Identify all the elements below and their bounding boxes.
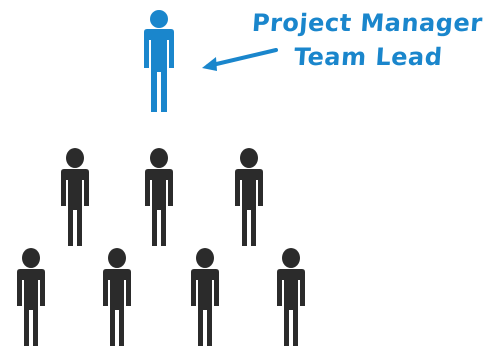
person-icon — [145, 148, 173, 246]
leader-title-line-1: Project Manager — [251, 9, 484, 37]
team-member-1 — [54, 148, 96, 248]
team-member-3 — [228, 148, 270, 248]
project-manager-figure — [136, 10, 182, 114]
team-member-2 — [138, 148, 180, 248]
leader-title-line-2: Team Lead — [293, 43, 444, 71]
person-icon — [235, 148, 263, 246]
person-icon — [191, 248, 219, 346]
arrow-left-icon — [202, 48, 278, 71]
team-member-6 — [184, 248, 226, 348]
person-icon — [144, 10, 174, 112]
team-member-4 — [10, 248, 52, 348]
person-icon — [17, 248, 45, 346]
team-member-5 — [96, 248, 138, 348]
person-icon — [277, 248, 305, 346]
person-icon — [103, 248, 131, 346]
person-icon — [61, 148, 89, 246]
team-member-7 — [270, 248, 312, 348]
